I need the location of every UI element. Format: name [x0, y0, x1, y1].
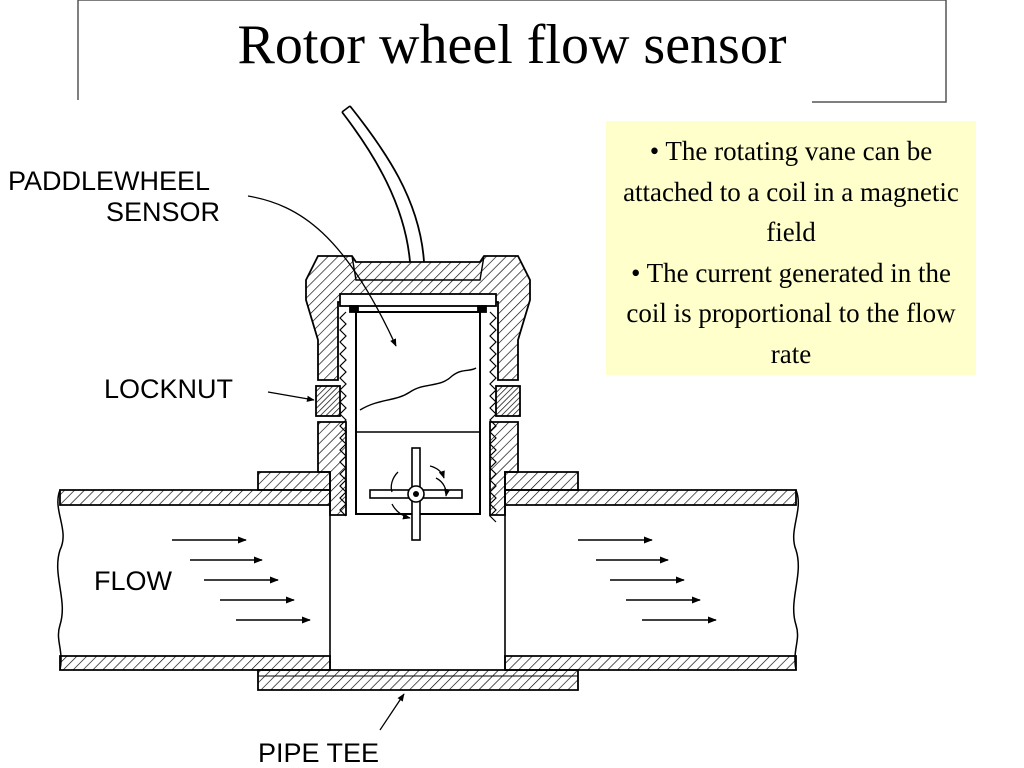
tee-boss-left: [317, 421, 347, 516]
leader-paddlewheel: [247, 195, 397, 347]
sensor-cap: [305, 255, 531, 381]
label-sensor: SENSOR: [106, 197, 221, 227]
leader-pipe-tee: [379, 693, 405, 731]
flow-arrows-right: [578, 536, 717, 624]
threads-left: [339, 311, 347, 517]
label-locknut: LOCKNUT: [104, 374, 234, 404]
pipe-tee-top-right: [504, 471, 579, 491]
note-bullet-2: • The current generated in the coil is p…: [626, 257, 956, 369]
label-paddlewheel: PADDLEWHEEL: [8, 166, 211, 196]
pipe-top-wall-right: [504, 489, 797, 506]
pipe-bottom-wall-right: [504, 655, 797, 671]
paddlewheel-rotor: [369, 447, 463, 541]
threads-right: [489, 311, 497, 523]
label-pipe-tee: PIPE TEE: [258, 738, 380, 768]
pipe-bottom-wall-left: [59, 655, 331, 671]
note-bullet-1: • The rotating vane can be attached to a…: [623, 136, 959, 247]
pipe-top-wall-left: [59, 489, 331, 506]
locknut-left: [315, 385, 341, 417]
tee-boss-right: [489, 421, 519, 516]
leader-locknut: [267, 391, 315, 402]
slide-title: Rotor wheel flow sensor: [237, 14, 787, 76]
title-frame: [77, 0, 947, 103]
pipe-tee-bottom: [257, 669, 579, 691]
cable: [341, 111, 411, 263]
flow-arrows-left: [172, 536, 311, 624]
sensor-plate: [339, 293, 497, 307]
note-box: • The rotating vane can be attached to a…: [606, 121, 976, 375]
pipe-tee-top-left: [257, 471, 331, 491]
label-flow: FLOW: [94, 566, 172, 596]
locknut-right: [495, 385, 521, 417]
